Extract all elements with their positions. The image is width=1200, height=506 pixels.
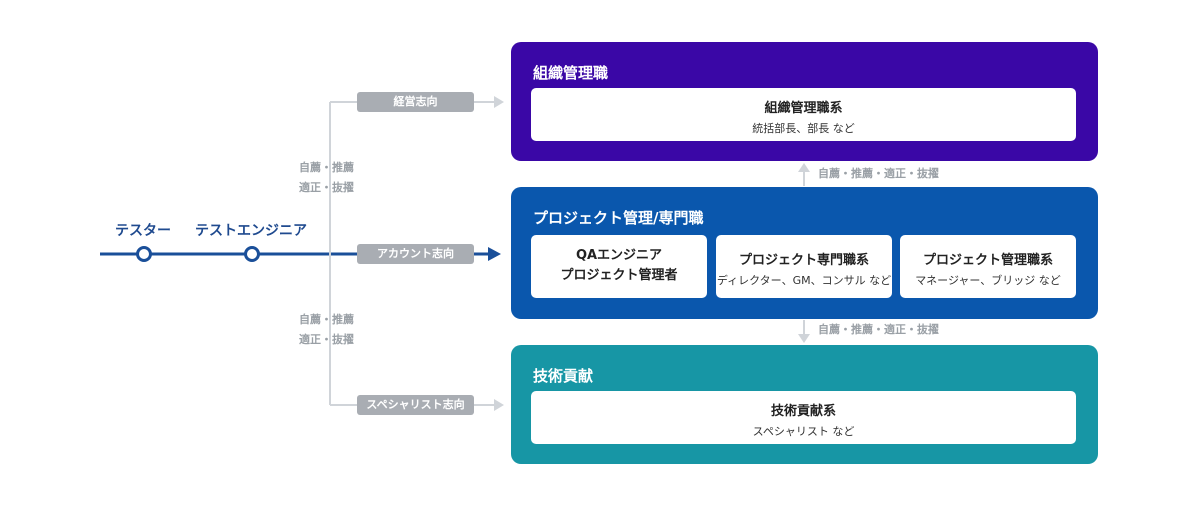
project-manager-title: プロジェクト管理職系 xyxy=(922,253,1053,268)
qa-engineer-card: QAエンジニア プロジェクト管理者 xyxy=(531,235,707,298)
promotion-note-upper-line2: 適正・抜擢 xyxy=(299,181,354,194)
promotion-note-upper-line1: 自薦・推薦 xyxy=(299,161,354,174)
promotion-note-lower-line2: 適正・抜擢 xyxy=(299,333,354,346)
project-panel: プロジェクト管理/専門職 QAエンジニア プロジェクト管理者 プロジェクト専門職… xyxy=(511,187,1098,319)
transfer-note-upper: 自薦・推薦・適正・抜擢 xyxy=(818,167,939,180)
test-engineer-label: テストエンジニア xyxy=(195,223,307,239)
project-specialist-card: プロジェクト専門職系 ディレクター、GM、コンサル など xyxy=(716,235,892,298)
qa-card-line2: プロジェクト管理者 xyxy=(560,268,678,283)
org-management-title: 組織管理職 xyxy=(533,64,609,82)
promotion-note-lower-line1: 自薦・推薦 xyxy=(299,313,354,326)
tech-contribution-panel: 技術貢献 技術貢献系 スペシャリスト など xyxy=(511,345,1098,464)
tester-label: テスター xyxy=(115,223,171,239)
transfer-note-lower: 自薦・推薦・適正・抜擢 xyxy=(818,323,939,336)
org-card-sub: 統括部長、部長 など xyxy=(752,122,855,135)
specialist-path-pill: スペシャリスト志向 xyxy=(357,395,474,415)
promotion-note-upper: 自薦・推薦 適正・抜擢 xyxy=(299,158,354,198)
org-card-title: 組織管理職系 xyxy=(764,101,843,116)
tester-node xyxy=(136,246,152,262)
tech-card-title: 技術貢献系 xyxy=(770,404,836,419)
management-path-pill: 経営志向 xyxy=(357,92,474,112)
qa-card-line1: QAエンジニア xyxy=(575,248,663,263)
tech-contribution-title: 技術貢献 xyxy=(533,367,594,385)
project-manager-sub: マネージャー、ブリッジ など xyxy=(915,274,1061,287)
tech-contribution-card: 技術貢献系 スペシャリスト など xyxy=(531,391,1076,444)
project-panel-title: プロジェクト管理/専門職 xyxy=(533,209,704,227)
tech-card-sub: スペシャリスト など xyxy=(752,425,855,438)
org-management-panel: 組織管理職 組織管理職系 統括部長、部長 など xyxy=(511,42,1098,161)
project-manager-card: プロジェクト管理職系 マネージャー、ブリッジ など xyxy=(900,235,1076,298)
org-management-card: 組織管理職系 統括部長、部長 など xyxy=(531,88,1076,141)
branch-top-arrowhead xyxy=(494,96,504,108)
project-specialist-title: プロジェクト専門職系 xyxy=(738,253,869,268)
project-specialist-sub: ディレクター、GM、コンサル など xyxy=(716,274,892,287)
promotion-note-lower: 自薦・推薦 適正・抜擢 xyxy=(299,310,354,350)
branch-bottom-arrowhead xyxy=(494,399,504,411)
main-arrowhead xyxy=(488,247,501,261)
account-path-pill: アカウント志向 xyxy=(357,244,474,264)
down-transfer-arrowhead xyxy=(798,334,810,343)
up-transfer-arrowhead xyxy=(798,163,810,172)
test-engineer-node xyxy=(244,246,260,262)
